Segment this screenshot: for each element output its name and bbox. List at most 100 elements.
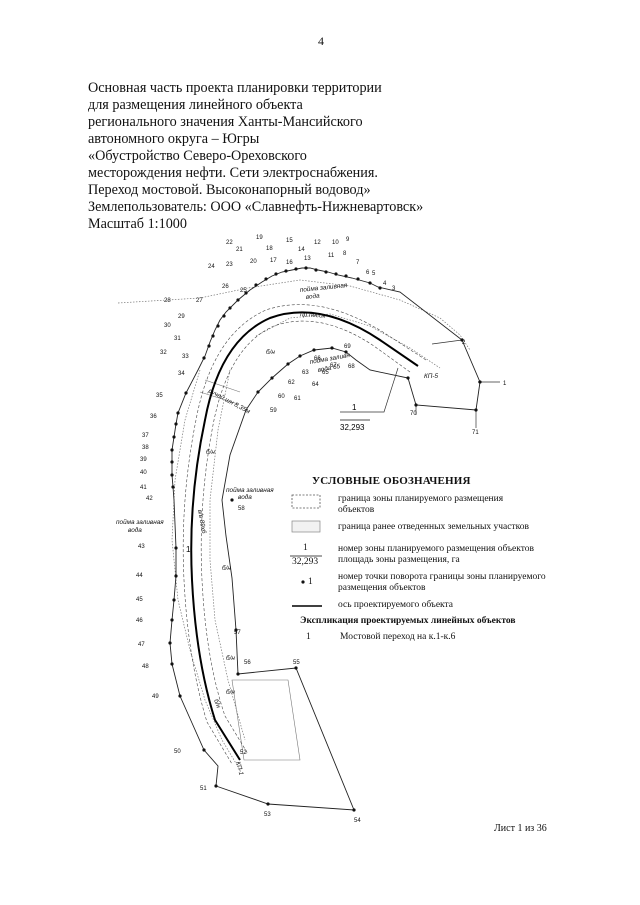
point-labels: 1 2 3 4 5 6 7 8 9 10 11 12 13 14 15 16 1…	[136, 235, 507, 824]
point-label: 53	[264, 812, 271, 818]
water-label: вода	[305, 292, 320, 301]
point-label: 6	[366, 270, 370, 276]
point-marker	[294, 666, 298, 670]
point-label: 10	[332, 240, 339, 246]
point-label: 32	[160, 350, 167, 356]
point-marker	[174, 546, 178, 550]
point-label: 43	[138, 544, 145, 550]
point-label: 22	[226, 240, 233, 246]
point-label: 3	[392, 286, 396, 292]
legend-prev-text: граница ранее отведенных земельных участ…	[338, 522, 529, 532]
point-label: 38	[142, 445, 149, 451]
point-marker	[286, 362, 290, 366]
point-marker	[168, 641, 172, 645]
point-label: 13	[304, 256, 311, 262]
point-marker	[170, 460, 174, 464]
point-marker	[207, 344, 211, 348]
point-marker	[264, 277, 268, 281]
point-marker	[211, 334, 215, 338]
point-marker	[202, 748, 206, 752]
axis-offset-a	[200, 320, 411, 755]
point-marker	[230, 498, 234, 502]
water-label: вода 65	[317, 362, 341, 374]
point-label: 39	[140, 457, 147, 463]
road-strip	[199, 379, 301, 761]
point-label: 40	[140, 470, 147, 476]
point-label: 42	[146, 496, 153, 502]
point-marker	[178, 694, 182, 698]
title-line: Переход мостовой. Высоконапорный водовод…	[88, 182, 371, 198]
prev-boundary-top	[117, 279, 471, 351]
legend-zone-text: граница зоны планируемого размещения объ…	[338, 494, 504, 515]
point-label: 64	[312, 382, 319, 388]
point-label: 61	[294, 396, 301, 402]
point-marker	[256, 390, 260, 394]
point-label: 17	[270, 258, 277, 264]
point-label: 35	[156, 393, 163, 399]
point-marker	[266, 802, 270, 806]
point-label: 36	[150, 414, 157, 420]
zone-boundary-outer	[169, 267, 481, 811]
legend-prev-swatch	[291, 520, 321, 533]
zone-callout: 1 32,293 1	[186, 403, 370, 554]
point-marker	[170, 473, 174, 477]
title-line: регионального значения Ханты-Мансийского	[88, 114, 363, 130]
point-label: 26	[222, 284, 229, 290]
legend-point-text: номер точки поворота границы зоны планир…	[338, 572, 546, 593]
prev-boundary-inner-top	[255, 313, 441, 369]
point-marker	[414, 403, 418, 407]
document-title: Основная часть проекта планировки террит…	[88, 80, 488, 233]
point-marker	[378, 286, 382, 290]
point-marker	[356, 277, 360, 281]
point-label: 69	[344, 344, 351, 350]
point-label: 1	[503, 381, 507, 387]
point-marker	[244, 291, 248, 295]
point-label: 50	[174, 749, 181, 755]
axis-offset-b	[182, 304, 427, 765]
prev-allotted-areas	[117, 279, 471, 771]
point-marker	[228, 306, 232, 310]
point-label: 44	[136, 573, 143, 579]
point-marker	[236, 672, 240, 676]
point-label: 54	[354, 818, 361, 824]
point-marker	[344, 274, 348, 278]
point-label: 48	[142, 664, 149, 670]
point-label: 8	[343, 251, 347, 257]
point-label: 63	[302, 370, 309, 376]
point-label: 52	[240, 750, 247, 756]
point-marker	[314, 268, 318, 272]
point-label: 7	[356, 260, 360, 266]
floodplain-label: пойма заливная	[226, 486, 274, 494]
point-marker	[284, 269, 288, 273]
point-label: 27	[196, 298, 203, 304]
legend-title: УСЛОВНЫЕ ОБОЗНАЧЕНИЯ	[312, 475, 471, 487]
point-label: 66	[314, 356, 321, 362]
point-marker	[478, 380, 482, 384]
point-marker	[174, 574, 178, 578]
point-label: 28	[164, 298, 171, 304]
point-marker	[222, 314, 226, 318]
title-line: месторождения нефти. Сети электроснабжен…	[88, 165, 378, 181]
point-label: 25	[240, 288, 247, 294]
no-name-label: б/н	[266, 348, 275, 356]
point-label: 24	[208, 264, 215, 270]
point-label: 5	[372, 271, 376, 277]
point-label: 18	[266, 246, 273, 252]
point-label: 9	[346, 237, 350, 243]
point-label: 58	[238, 506, 245, 512]
point-marker	[172, 435, 176, 439]
point-label: 4	[383, 281, 387, 287]
point-marker	[270, 376, 274, 380]
page-number: 4	[318, 34, 324, 48]
legend-point-sample: 1	[308, 577, 313, 587]
floodplain-label: пойма заливная	[116, 518, 164, 526]
explication-row-text: Мостовой переход на к.1-к.6	[340, 632, 456, 642]
point-label: 59	[270, 408, 277, 414]
point-label: 37	[142, 433, 149, 439]
kp1-label: КП-1	[234, 761, 245, 777]
point-marker	[171, 485, 175, 489]
point-label: 19	[256, 235, 263, 241]
point-label: 11	[328, 253, 335, 259]
point-label: 29	[178, 314, 185, 320]
